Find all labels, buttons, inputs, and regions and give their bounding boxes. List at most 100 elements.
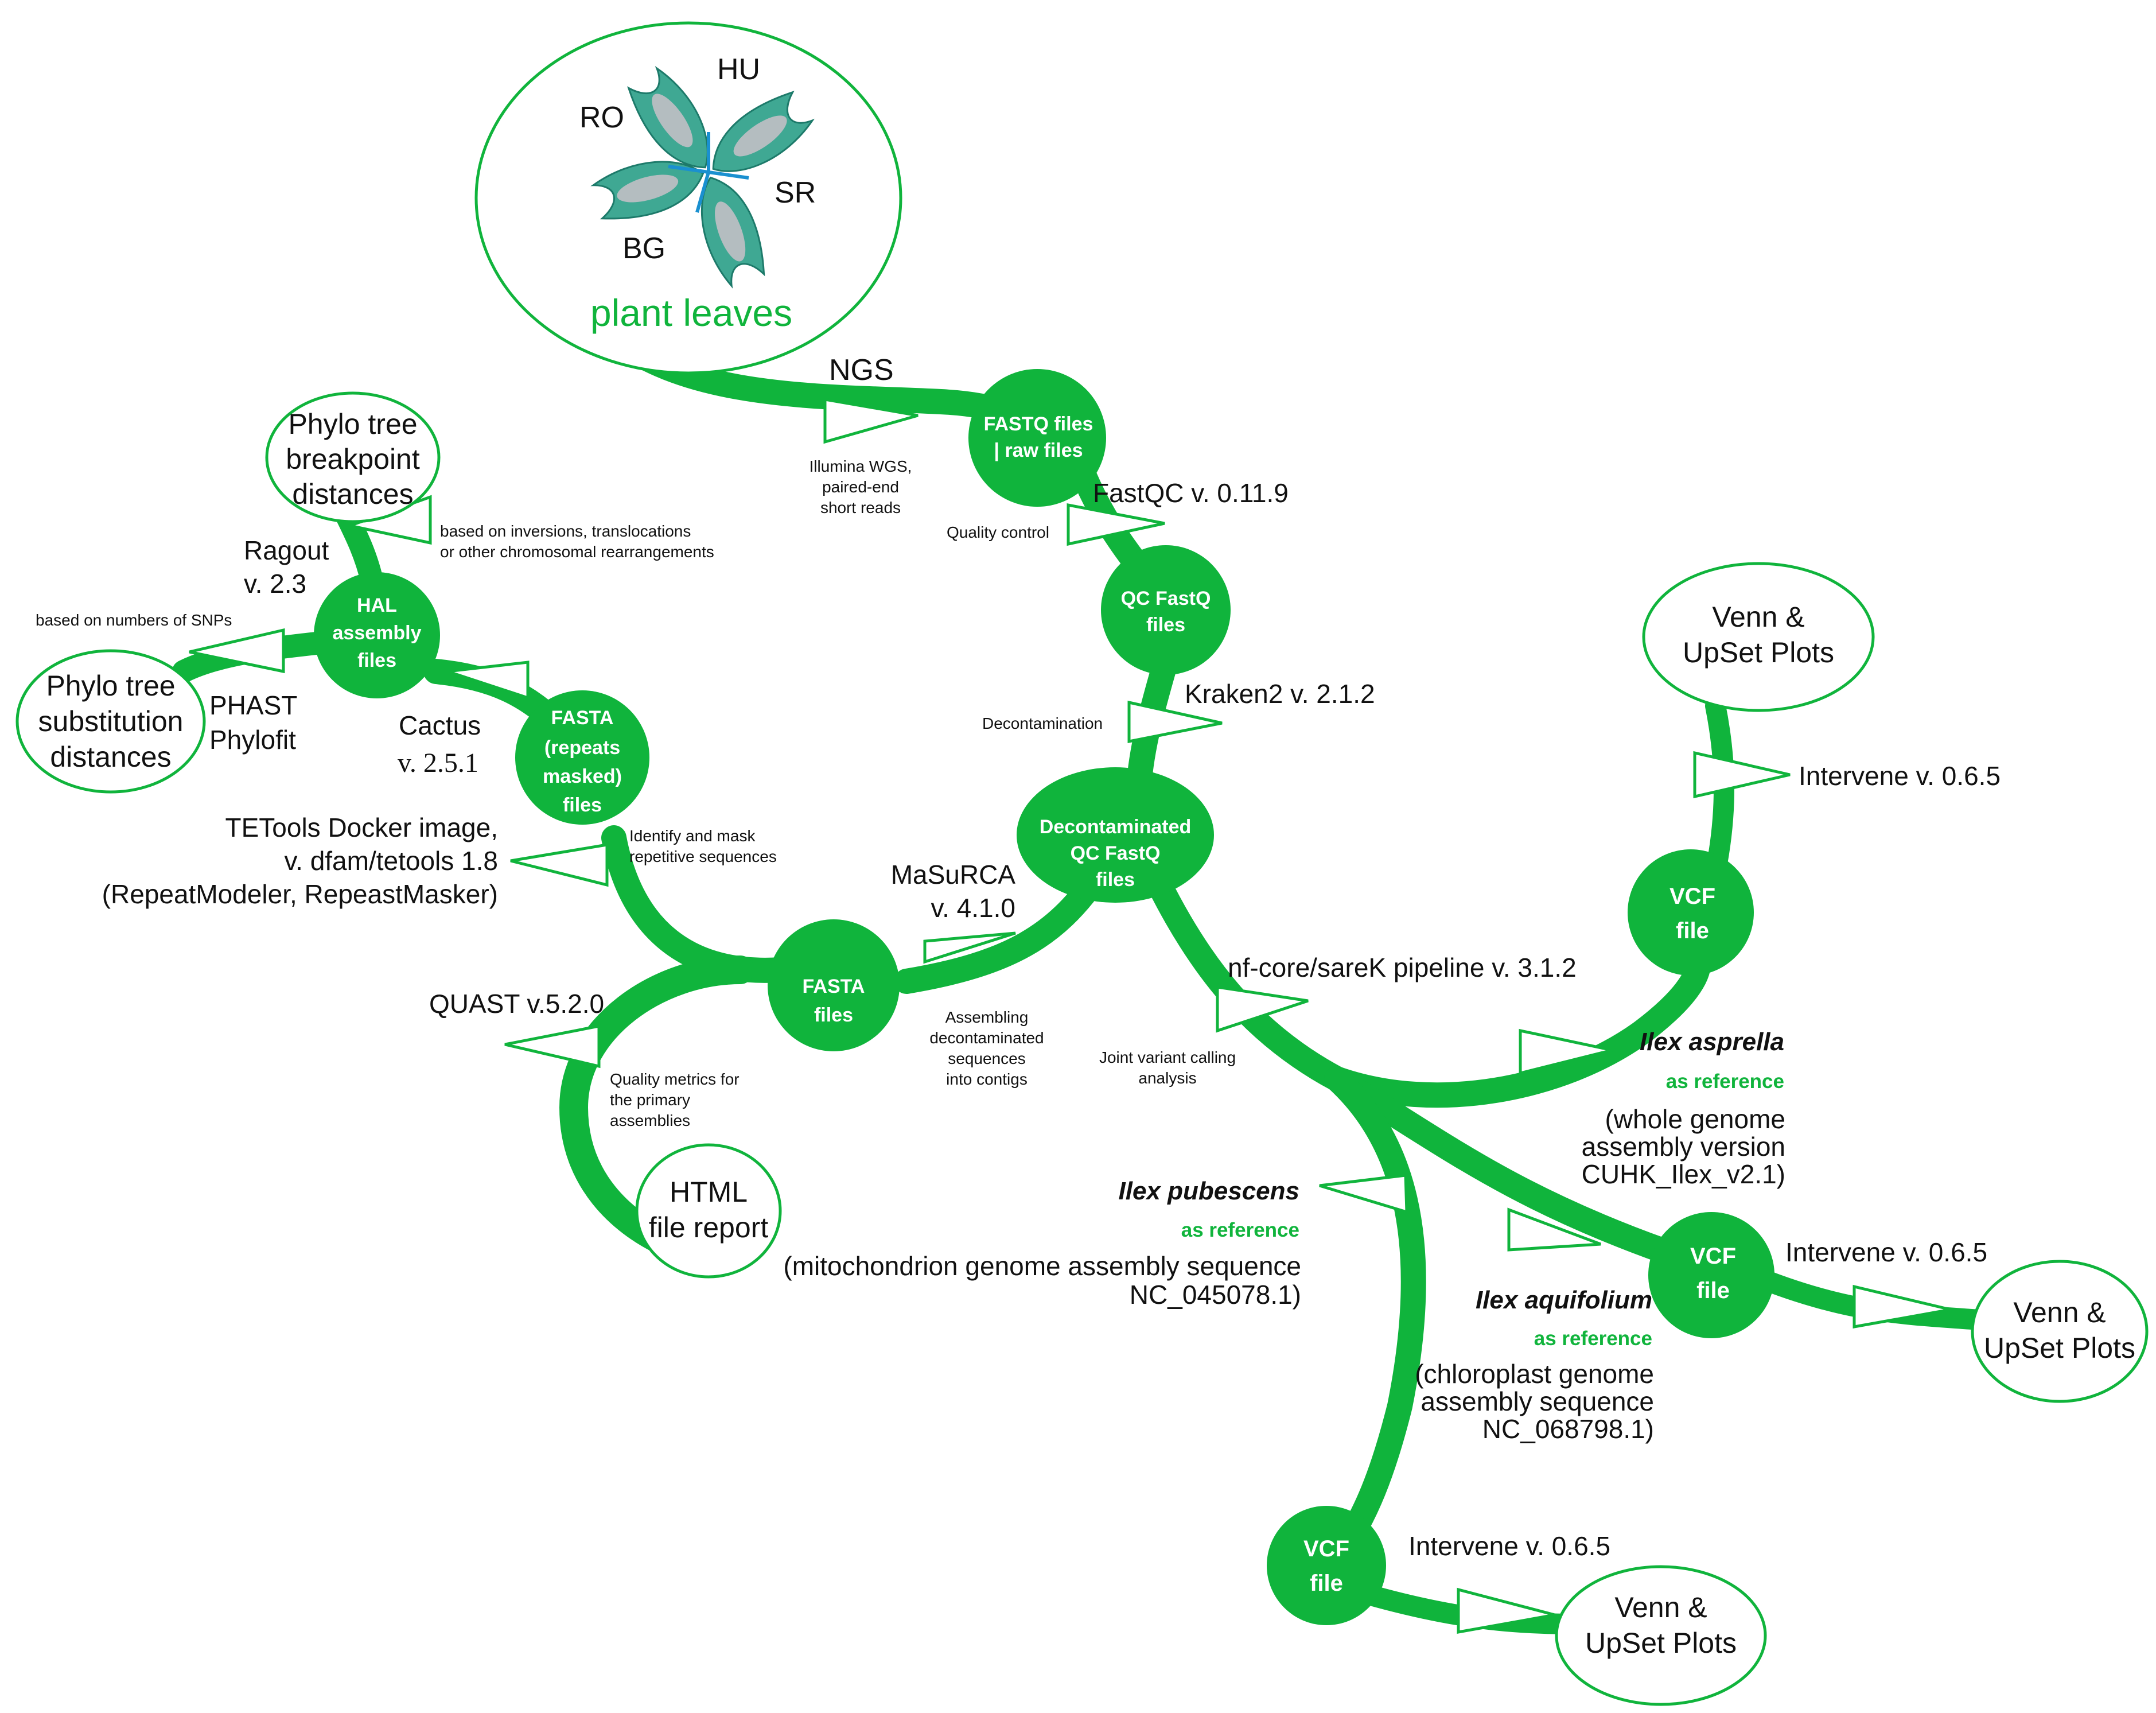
tool-sarek: nf-core/sareK pipeline v. 3.1.2 <box>1228 953 1577 982</box>
html-report-line2: file report <box>649 1211 769 1244</box>
venn-asprella-line1: Venn & <box>1712 601 1804 633</box>
note-joint-variant-1: Joint variant calling <box>1099 1048 1236 1066</box>
arrow-intervene-asprella <box>1693 751 1791 799</box>
ref-asprella-desc-2: assembly version <box>1582 1132 1785 1162</box>
phylo-substitution-line1: Phylo tree <box>46 670 175 702</box>
venn-aquifolium-oval <box>1971 1260 2149 1403</box>
path-pubescens <box>1324 1066 1426 1562</box>
path-asprella <box>1324 951 1711 1108</box>
arrow-pubescens <box>1319 1174 1408 1214</box>
html-report-line1: HTML <box>670 1176 748 1208</box>
note-identify-1: Identify and mask <box>629 827 756 845</box>
phylo-substitution-oval <box>15 649 206 794</box>
decon-line1: Decontaminated <box>1040 816 1192 838</box>
ref-aquifolium-desc-1: (chloroplast genome <box>1415 1359 1654 1389</box>
plant-leaves-oval <box>474 21 902 375</box>
vcf-aquifolium-line2: file <box>1696 1278 1730 1303</box>
site-hu: HU <box>717 53 760 86</box>
arrow-fastqc <box>1067 503 1165 546</box>
note-assembling-4: into contigs <box>946 1070 1028 1088</box>
html-report-oval <box>635 1143 782 1279</box>
venn-asprella-oval <box>1642 562 1875 712</box>
note-joint-variant-2: analysis <box>1138 1069 1196 1087</box>
tool-kraken: Kraken2 v. 2.1.2 <box>1185 679 1375 709</box>
ref-asprella-species: Ilex asprella <box>1640 1028 1784 1056</box>
path-masurca <box>894 865 1108 994</box>
tool-cactus-1: Cactus <box>399 710 481 740</box>
note-illumina-1: Illumina WGS, <box>810 457 912 475</box>
output-labels: Phylo tree breakpoint distances Phylo tr… <box>38 408 2135 1659</box>
phylo-substitution-line2: substitution <box>38 705 184 737</box>
tool-intervene-pubescens: Intervene v. 0.6.5 <box>1408 1531 1610 1561</box>
venn-pubescens-line2: UpSet Plots <box>1585 1627 1737 1659</box>
ref-aquifolium-species: Ilex aquifolium <box>1476 1286 1652 1314</box>
data-nodes <box>314 369 1774 1625</box>
node-labels: FASTQ files | raw files QC FastQ files D… <box>333 413 1737 1596</box>
tool-quast: QUAST v.5.2.0 <box>429 989 604 1019</box>
phylo-breakpoint-line2: breakpoint <box>286 443 420 475</box>
arrow-sarek <box>1216 985 1309 1033</box>
site-sr: SR <box>775 176 816 209</box>
tool-masurca-1: MaSuRCA <box>891 860 1016 889</box>
tool-phast-1: PHAST <box>209 690 297 720</box>
ref-pubescens-desc-2: NC_045078.1) <box>1130 1280 1301 1310</box>
fastq-raw-line1: FASTQ files <box>984 413 1093 435</box>
vcf-asprella-line1: VCF <box>1669 884 1715 909</box>
venn-aquifolium-line2: UpSet Plots <box>1984 1332 2135 1364</box>
hal-line1: HAL <box>357 595 397 616</box>
note-identify-2: repetitive sequences <box>629 848 777 865</box>
ref-aquifolium-desc-2: assembly sequence <box>1421 1386 1654 1416</box>
ref-asprella-tag: as reference <box>1666 1070 1784 1093</box>
holly-leaf-logo <box>590 65 815 289</box>
arrow-ngs <box>823 398 919 444</box>
vcf-pubescens-line1: VCF <box>1303 1536 1349 1561</box>
arrow-intervene-aquifolium <box>1853 1284 1951 1329</box>
arrow-tetools <box>510 843 609 887</box>
fasta-masked-line3: masked) <box>543 766 622 787</box>
arrow-asprella <box>1519 1028 1613 1075</box>
venn-aquifolium-line1: Venn & <box>2013 1296 2106 1329</box>
vcf-aquifolium-line1: VCF <box>1690 1244 1736 1269</box>
ref-pubescens-tag: as reference <box>1181 1219 1299 1241</box>
fasta-line1: FASTA <box>803 976 865 997</box>
tool-intervene-asprella: Intervene v. 0.6.5 <box>1799 761 2001 791</box>
ref-aquifolium-tag: as reference <box>1534 1327 1652 1350</box>
fasta-masked-node <box>515 690 649 825</box>
venn-pubescens-line1: Venn & <box>1614 1591 1707 1623</box>
path-quast <box>559 955 754 1254</box>
tool-tetools-3: (RepeatModeler, RepeastMasker) <box>102 879 498 909</box>
note-rearrangements-2: or other chromosomal rearrangements <box>440 543 714 561</box>
note-quality-metrics-1: Quality metrics for <box>610 1070 740 1088</box>
ref-asprella-desc-3: CUHK_Ilex_v2.1) <box>1582 1159 1785 1189</box>
tool-tetools-1: TETools Docker image, <box>225 813 499 842</box>
tool-ragout-1: Ragout <box>244 535 329 565</box>
ref-asprella-desc-1: (whole genome <box>1605 1104 1785 1134</box>
fasta-masked-line1: FASTA <box>551 707 614 729</box>
note-decontamination: Decontamination <box>982 714 1103 732</box>
decon-line3: files <box>1096 869 1135 891</box>
phylo-breakpoint-line1: Phylo tree <box>288 408 417 440</box>
vcf-asprella-line2: file <box>1676 918 1709 943</box>
site-bg: BG <box>622 232 666 265</box>
vcf-aquifolium-node <box>1648 1212 1774 1338</box>
output-ovals <box>15 21 2149 1706</box>
note-snps: based on numbers of SNPs <box>36 611 232 629</box>
note-assembling-1: Assembling <box>945 1008 1029 1026</box>
vcf-pubescens-node <box>1267 1506 1386 1625</box>
flow-arrows <box>189 398 1951 1634</box>
tool-labels: NGS FastQC v. 0.11.9 Kraken2 v. 2.1.2 Ma… <box>102 354 2001 1561</box>
arrow-kraken <box>1127 700 1223 744</box>
vcf-asprella-node <box>1628 849 1754 976</box>
tool-ngs: NGS <box>829 354 894 387</box>
fasta-node <box>768 919 900 1051</box>
qc-fastq-line1: QC FastQ <box>1121 588 1211 609</box>
hal-line3: files <box>357 650 396 671</box>
note-quality-metrics-2: the primary <box>610 1091 690 1109</box>
decon-line2: QC FastQ <box>1071 842 1161 864</box>
tool-intervene-aquifolium: Intervene v. 0.6.5 <box>1785 1237 1987 1267</box>
arrow-masurca <box>923 931 1016 964</box>
path-aquifolium <box>1324 1066 1676 1264</box>
note-assembling-2: decontaminated <box>929 1029 1044 1047</box>
reference-labels: Ilex asprella as reference (whole genome… <box>783 1028 1785 1444</box>
fastq-raw-line2: | raw files <box>994 440 1083 461</box>
